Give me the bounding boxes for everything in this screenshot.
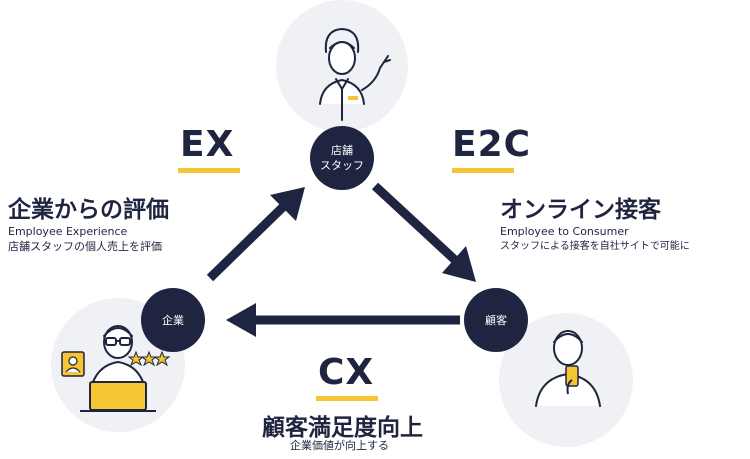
arrow-company-to-staff — [206, 187, 305, 282]
cx-subtitle: 企業価値が向上する — [290, 439, 389, 452]
cx-label: CX — [318, 352, 375, 393]
e2c-title: オンライン接客 — [500, 197, 661, 223]
staff-person-icon — [319, 28, 391, 121]
ex-subtitle-jp: 店舗スタッフの個人売上を評価 — [8, 240, 162, 253]
ex-underline — [178, 168, 240, 173]
arrow-customer-to-company — [226, 303, 460, 337]
staff-node — [310, 126, 374, 190]
company-node-label: 企業 — [162, 314, 184, 327]
badge-card-icon — [61, 351, 85, 377]
customer-node-label: 顧客 — [485, 314, 507, 327]
cx-underline — [316, 396, 378, 401]
e2c-subtitle-jp: スタッフによる接客を自社サイトで可能に — [500, 241, 690, 252]
company-node — [141, 288, 205, 352]
e2c-underline — [452, 168, 514, 173]
staff-node-label: 店舗 スタッフ — [320, 144, 364, 172]
laptop-icon — [89, 381, 147, 411]
ex-title: 企業からの評価 — [8, 197, 169, 223]
arrow-staff-to-customer — [371, 182, 476, 282]
staff-badge — [348, 96, 358, 100]
ex-label: EX — [180, 124, 235, 165]
e2c-subtitle-en: Employee to Consumer — [500, 225, 629, 238]
e2c-label: E2C — [452, 124, 532, 165]
customer-node — [464, 288, 528, 352]
stars-icon — [127, 350, 171, 367]
cx-title: 顧客満足度向上 — [262, 415, 423, 441]
ex-subtitle-en: Employee Experience — [8, 225, 128, 238]
phone-icon — [565, 365, 579, 387]
